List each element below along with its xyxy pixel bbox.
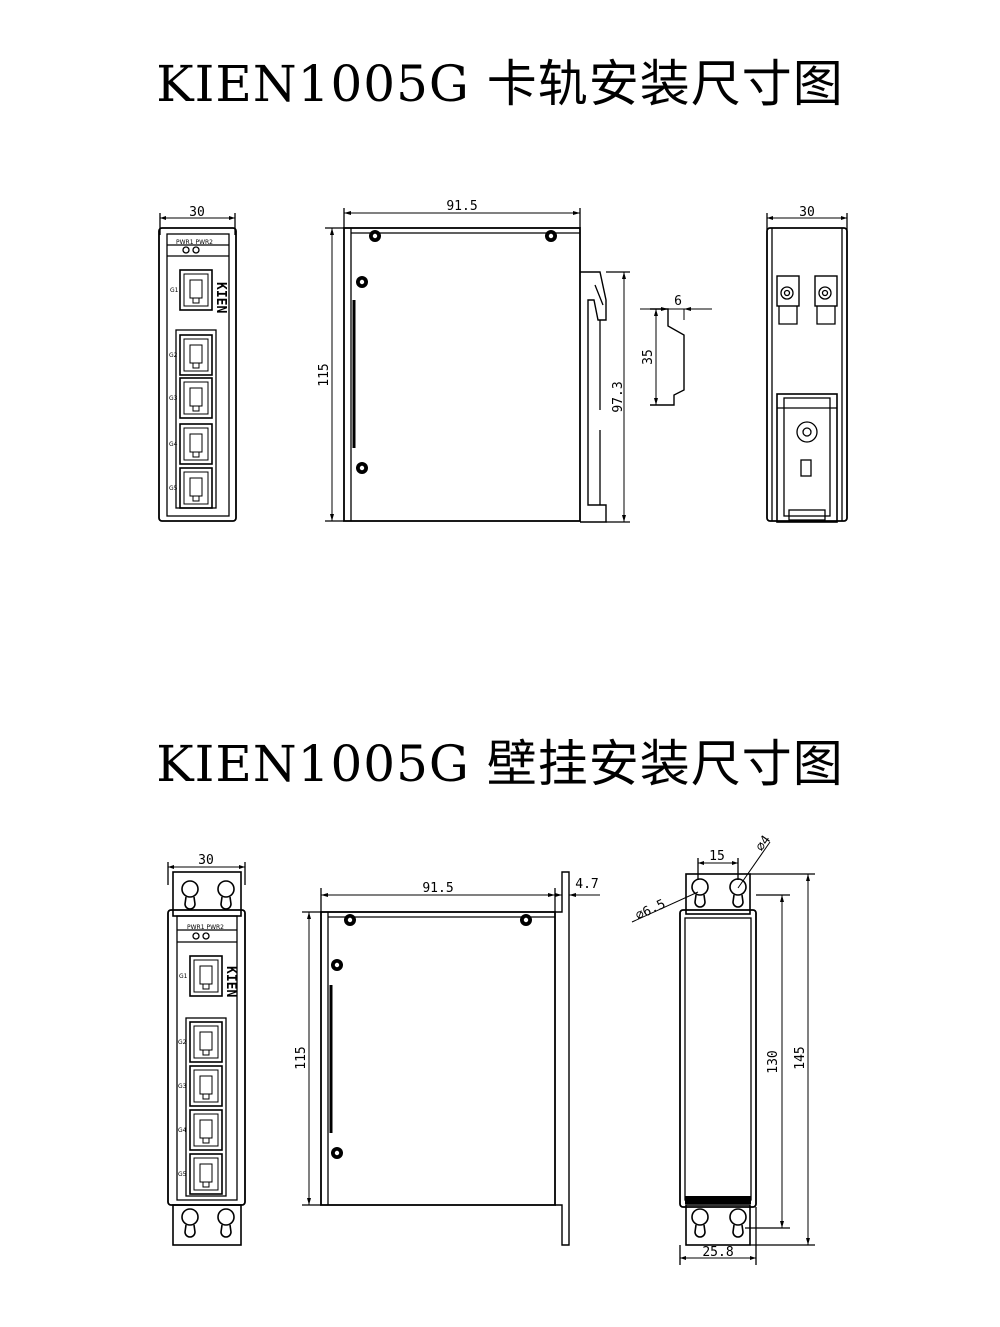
wall-port-label-g1: G1 [179, 973, 188, 980]
din-clip-depth-label: 6 [674, 294, 682, 309]
din-rail-title: KIEN1005G 卡轨安装尺寸图 [156, 55, 844, 113]
wall-port-label-g3: G3 [178, 1083, 187, 1090]
wall-mount-title: KIEN1005G 壁挂安装尺寸图 [156, 735, 844, 793]
wall-outer-height-label: 145 [793, 1046, 808, 1069]
wall-front-pwr-label: PWR1 PWR2 [187, 924, 224, 931]
wall-port-label-g4: G4 [178, 1127, 187, 1134]
din-back-width-label: 30 [799, 205, 815, 220]
wall-front-width-label: 30 [198, 853, 214, 868]
wall-side-width-label: 91.5 [422, 881, 453, 896]
din-side-height-label: 115 [317, 363, 332, 386]
port-label-g2: G2 [169, 352, 178, 359]
wall-hole-spacing-label: 15 [709, 849, 725, 864]
wall-front-view: 30 PWR1 PWR2 G1 KIEN G2 G3 G4 G5 [167, 853, 246, 1246]
wall-base-width-label: 25.8 [702, 1245, 733, 1260]
din-front-view: 30 PWR1 PWR2 G1 KIEN G2 G3 G4 G5 [158, 205, 237, 522]
port-label-g4: G4 [169, 441, 178, 448]
din-front-width-label: 30 [189, 205, 205, 220]
din-side-width-label: 91.5 [446, 199, 477, 214]
wall-port-label-g5: G5 [178, 1171, 187, 1178]
wall-hole-large-label: ⌀6.5 [633, 897, 668, 924]
din-front-pwr-label: PWR1 PWR2 [176, 239, 213, 246]
din-clip-profile: 6 35 [640, 294, 712, 406]
wall-side-view: 91.5 4.7 115 [294, 871, 600, 1246]
din-back-view: 30 [766, 205, 848, 523]
port-label-g3: G3 [169, 395, 178, 402]
wall-side-height-label: 115 [294, 1046, 309, 1069]
port-label-g5: G5 [169, 485, 178, 492]
din-rail-height-label: 97.3 [611, 381, 626, 412]
din-clip-height-label: 35 [641, 349, 656, 365]
svg-text:KIEN: KIEN [223, 966, 238, 997]
svg-text:KIEN: KIEN [213, 282, 228, 313]
port-label-g1: G1 [170, 287, 179, 294]
wall-inner-height-label: 130 [766, 1050, 781, 1073]
wall-port-label-g2: G2 [178, 1039, 187, 1046]
wall-hole-small-label: ⌀4 [753, 833, 774, 855]
din-side-view: 91.5 115 97.3 [317, 199, 630, 523]
wall-back-view: 15 ⌀4 ⌀6.5 130 145 25.8 [631, 833, 815, 1265]
wall-bracket-offset-label: 4.7 [575, 877, 598, 892]
